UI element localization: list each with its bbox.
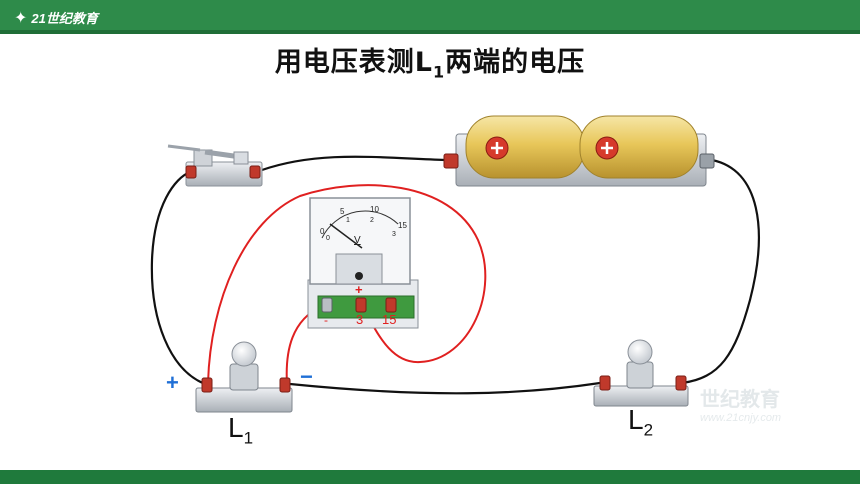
minus-label: −: [300, 364, 313, 389]
wire-battery-l2: [681, 158, 760, 385]
knife-switch[interactable]: [167, 144, 263, 187]
title-sub: 1: [433, 62, 446, 82]
brand-logo: ✦ 21世纪教育: [14, 6, 98, 28]
unit-label: V: [354, 235, 361, 246]
terminal-negative: -: [324, 313, 328, 327]
scale-top-15: 15: [398, 221, 407, 230]
terminal-3: 3: [356, 312, 363, 327]
title-main: 用电压表测L: [274, 47, 434, 78]
bulb-l2[interactable]: [593, 339, 689, 407]
watermark-text: 世纪教育: [700, 387, 780, 411]
scale-bottom-3: 3: [392, 231, 396, 238]
terminal-15: 15: [382, 312, 396, 327]
title-tail: 两端的电压: [445, 47, 586, 78]
circuit-wires: [150, 155, 760, 395]
probe-wire-positive: [207, 184, 487, 385]
page-title: 用电压表测L1两端的电压: [0, 40, 860, 81]
runner-icon: ✦: [14, 7, 28, 27]
scale-top-5: 5: [340, 207, 345, 216]
voltmeter[interactable]: [307, 197, 419, 329]
brand-text: 21世纪教育: [31, 10, 98, 26]
plus-terminal-icon: [595, 136, 619, 160]
plus-terminal-icon: [485, 136, 509, 160]
l1-main: L: [228, 412, 244, 443]
footer-bar: [0, 470, 860, 484]
l2-label: L2: [628, 404, 653, 441]
plus-mark: +: [355, 282, 363, 297]
header-stripe: [0, 30, 860, 34]
l1-sub: 1: [243, 428, 254, 448]
bulb-l1[interactable]: [195, 341, 293, 413]
l2-main: L: [628, 404, 644, 435]
scale-bottom-2: 2: [370, 217, 374, 224]
l2-sub: 2: [643, 420, 654, 440]
wire-l2-l1: [289, 381, 601, 395]
watermark-url: www.21cnjy.com: [700, 412, 782, 424]
plus-label: +: [166, 370, 179, 395]
l1-label: L1: [228, 412, 253, 449]
scale-top-10: 10: [370, 205, 379, 214]
wire-switch-battery: [261, 155, 446, 172]
battery-pack: [443, 115, 715, 187]
header-bar: ✦ 21世纪教育: [0, 0, 860, 34]
wire-l1-switch: [150, 170, 206, 386]
scale-bottom-1: 1: [346, 217, 350, 224]
scale-top-0: 0: [320, 227, 325, 236]
scale-bottom-0: 0: [326, 235, 330, 242]
